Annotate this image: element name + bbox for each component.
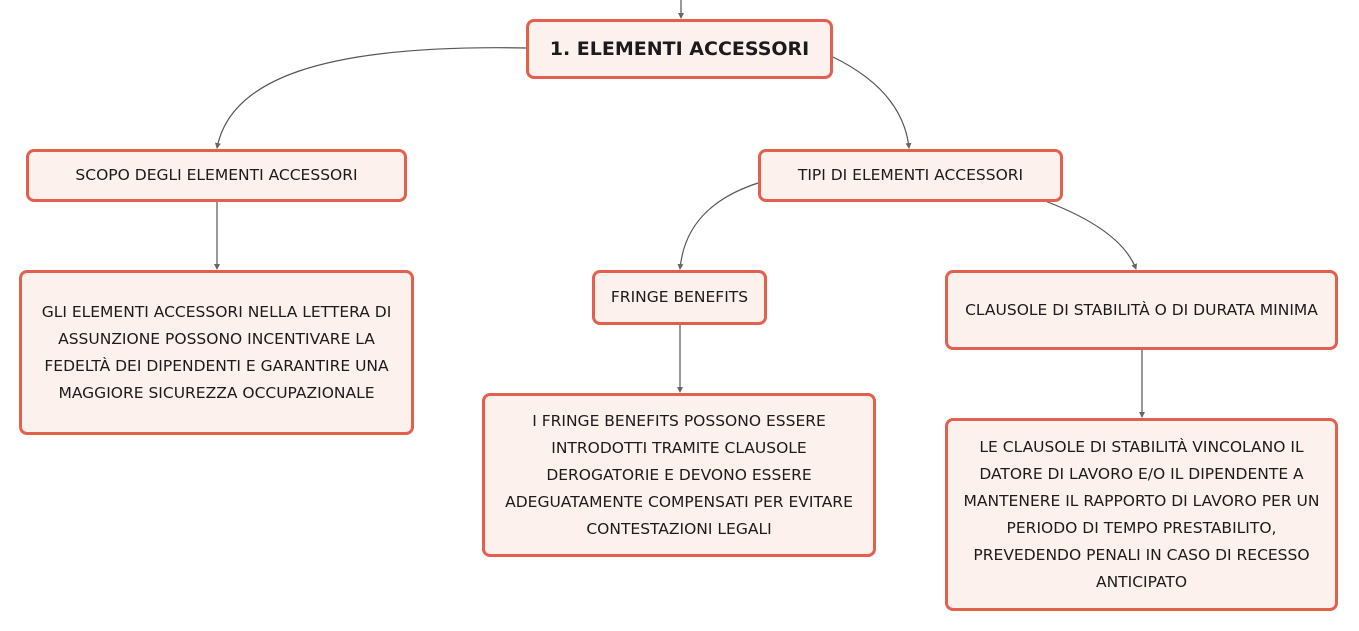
connector-root-tipi <box>832 56 912 149</box>
connector-tipi-clausole <box>1044 200 1138 270</box>
root-node[interactable]: 1. ELEMENTI ACCESSORI <box>526 19 833 79</box>
connector-root-scopo <box>214 47 528 149</box>
scopo-node[interactable]: SCOPO DEGLI ELEMENTI ACCESSORI <box>26 149 407 202</box>
root-node-label: 1. ELEMENTI ACCESSORI <box>549 37 810 60</box>
tipi-node[interactable]: TIPI DI ELEMENTI ACCESSORI <box>758 149 1063 202</box>
fringe-benefits-label: FRINGE BENEFITS <box>610 288 749 306</box>
clausole-label: CLAUSOLE DI STABILITÀ O DI DURATA MINIMA <box>965 300 1318 319</box>
scopo-detail-text: GLI ELEMENTI ACCESSORI NELLA LETTERA DI … <box>41 302 392 402</box>
clausole-detail-node[interactable]: LE CLAUSOLE DI STABILITÀ VINCOLANO IL DA… <box>945 418 1338 611</box>
fringe-benefits-node[interactable]: FRINGE BENEFITS <box>592 270 767 325</box>
fringe-detail-node[interactable]: I FRINGE BENEFITS POSSONO ESSERE INTRODO… <box>482 393 876 557</box>
clausole-node[interactable]: CLAUSOLE DI STABILITÀ O DI DURATA MINIMA <box>945 270 1338 350</box>
scopo-detail-node[interactable]: GLI ELEMENTI ACCESSORI NELLA LETTERA DI … <box>19 270 414 435</box>
connector-tipi-fringe <box>677 182 759 270</box>
fringe-detail-text: I FRINGE BENEFITS POSSONO ESSERE INTRODO… <box>505 411 853 538</box>
scopo-node-label: SCOPO DEGLI ELEMENTI ACCESSORI <box>75 166 358 184</box>
clausole-detail-text: LE CLAUSOLE DI STABILITÀ VINCOLANO IL DA… <box>963 437 1320 591</box>
tipi-node-label: TIPI DI ELEMENTI ACCESSORI <box>797 166 1024 184</box>
